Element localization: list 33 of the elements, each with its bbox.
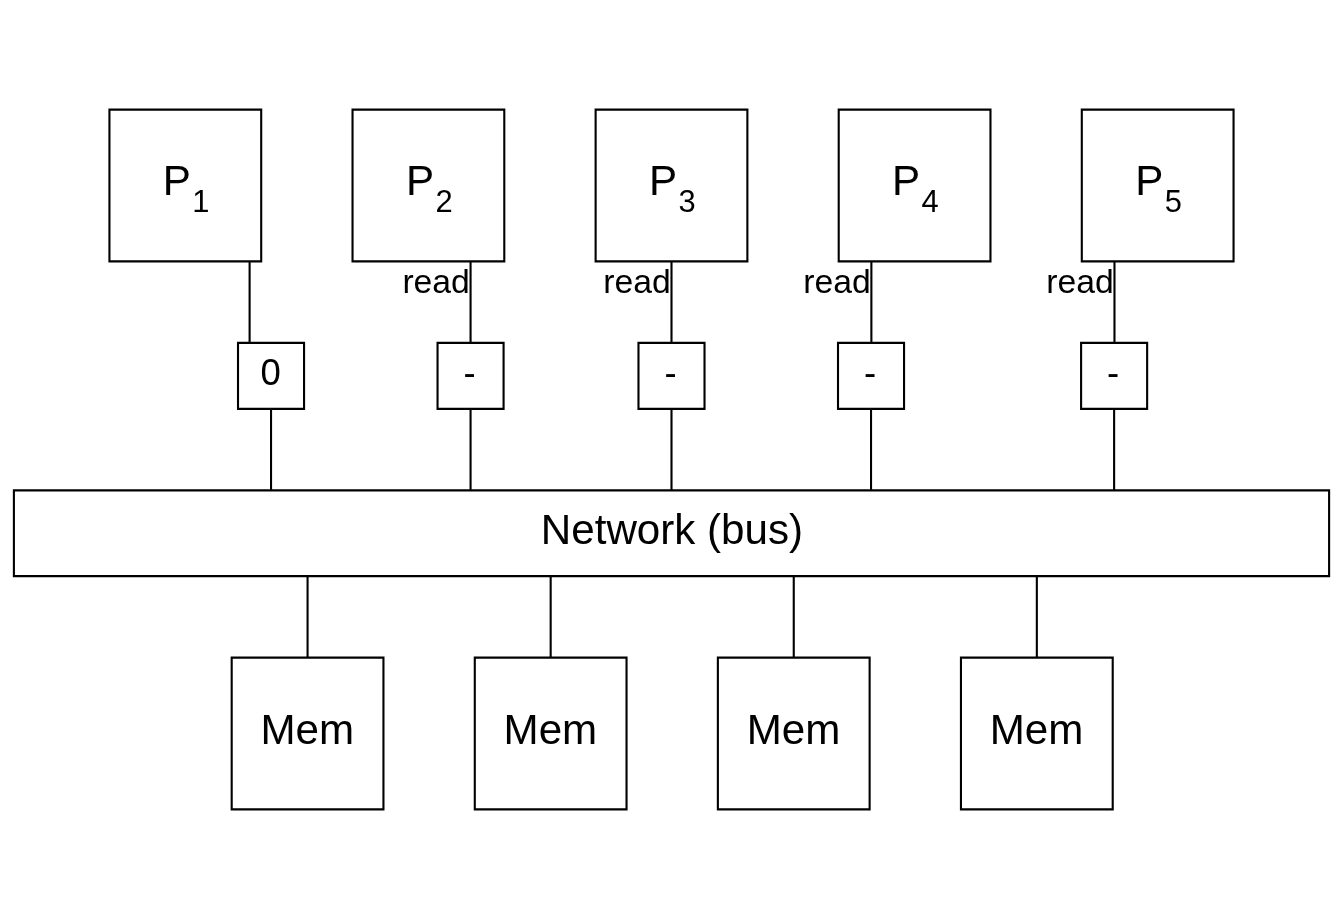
connector — [870, 261, 873, 343]
connector — [1113, 408, 1116, 490]
node-box: P$_{1}$ — [108, 108, 263, 262]
node-box: P$_{2}$ — [351, 108, 506, 262]
connector — [469, 408, 472, 490]
node-box: P$_{4}$ — [837, 108, 992, 262]
connector — [1035, 575, 1038, 657]
node-box: - — [436, 341, 505, 410]
node-box: 0 — [236, 341, 306, 410]
node-box: - — [1080, 341, 1149, 410]
node-box: P$_{3}$ — [594, 108, 749, 262]
connector — [270, 408, 273, 490]
node-box: P$_{5}$ — [1080, 108, 1235, 262]
connector — [792, 575, 795, 657]
connector — [248, 261, 251, 343]
node-box: Network (bus) — [12, 488, 1331, 577]
connector — [469, 261, 472, 343]
connector — [670, 261, 673, 343]
edge-label: read — [402, 261, 470, 300]
connector — [306, 575, 309, 657]
edge-label: read — [803, 261, 871, 300]
connector — [670, 408, 673, 490]
node-box: Mem — [959, 656, 1114, 810]
connector — [869, 408, 873, 490]
edge-label: read — [603, 261, 671, 300]
edge-label: read — [1046, 261, 1114, 300]
node-box: Mem — [230, 656, 385, 810]
node-box: Mem — [473, 656, 628, 810]
node-box: - — [836, 341, 906, 410]
node-box: Mem — [716, 656, 871, 810]
connector — [549, 575, 552, 657]
connector — [1113, 261, 1116, 343]
node-box: - — [637, 341, 706, 410]
